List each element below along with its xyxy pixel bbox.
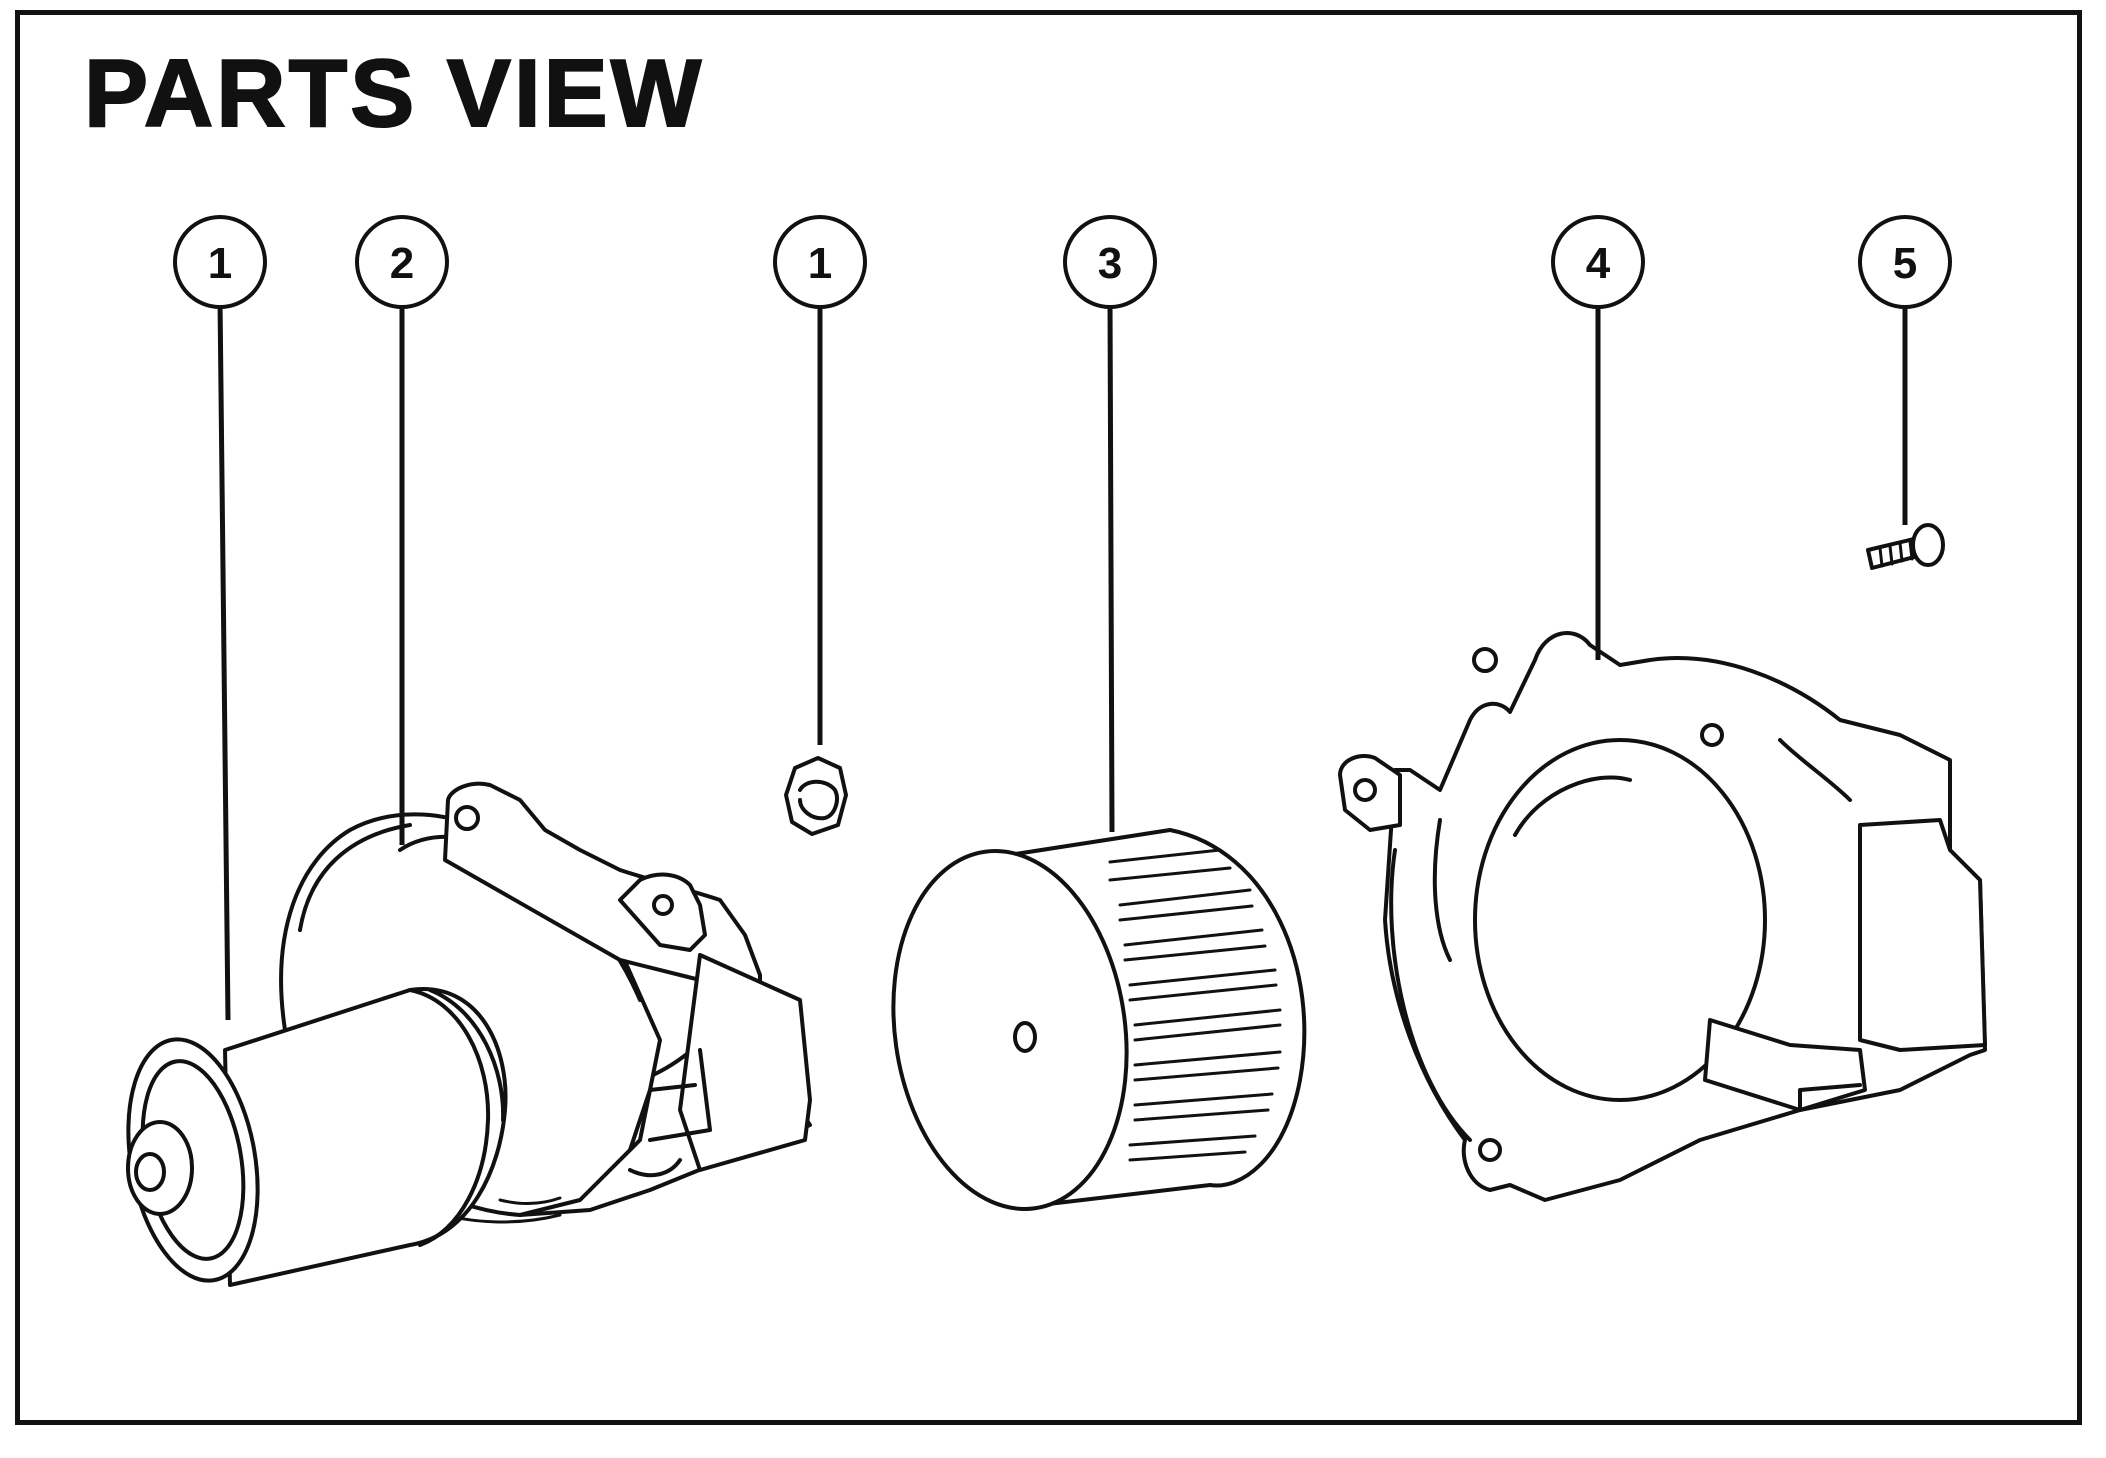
page-title: PARTS VIEW [83,40,705,147]
callout-label: 4 [1586,239,1611,288]
motor-part [126,987,508,1287]
leader-line-3 [1107,299,1115,833]
cover-part [1338,631,1987,1202]
callout-1: 1 [173,215,267,309]
callout-1b: 1 [773,215,867,309]
blower-wheel-part [891,828,1307,1211]
callout-3: 3 [1063,215,1157,309]
callout-4: 4 [1551,215,1645,309]
callout-label: 2 [390,239,414,288]
callout-2: 2 [355,215,449,309]
callout-label: 3 [1098,239,1122,288]
leader-line-1 [217,299,231,1021]
callout-5: 5 [1858,215,1952,309]
nut-part [784,756,848,836]
callout-label: 5 [1893,239,1917,288]
screw-part [1866,523,1945,570]
callout-label: 1 [808,239,832,288]
callout-label: 1 [208,239,232,288]
